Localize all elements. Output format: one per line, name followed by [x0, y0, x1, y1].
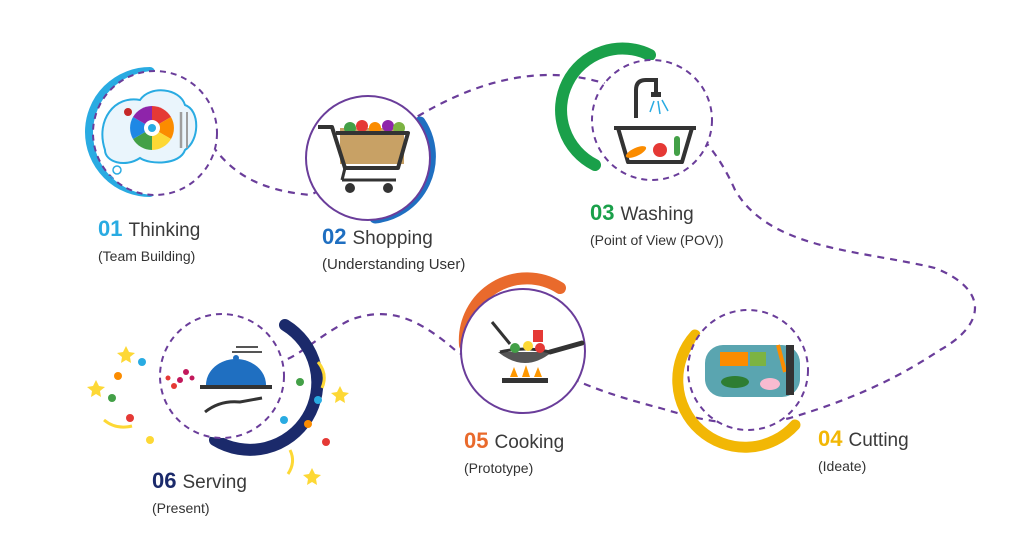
- step-05-title: Cooking: [494, 432, 565, 453]
- step-02-number: 02: [322, 224, 347, 249]
- step-02-title: Shopping: [352, 228, 433, 249]
- step-03-accent-arc: [555, 42, 656, 171]
- step-04-accent-arc: [672, 329, 801, 453]
- step-05-circle: [460, 288, 586, 414]
- step-04-subtitle: (Ideate): [818, 458, 867, 474]
- step-06-subtitle: (Present): [152, 500, 210, 516]
- step-01-subtitle: (Team Building): [98, 248, 196, 264]
- step-02-subtitle: (Understanding User): [322, 256, 466, 273]
- step-06-accent-arc: [209, 319, 324, 456]
- step-03-number: 03: [590, 200, 615, 225]
- shopping-cart-icon: [318, 120, 410, 193]
- thought-bubble-color-wheel-icon: [101, 89, 198, 183]
- step-02-node: [305, 95, 436, 224]
- sink-washing-vegetables-icon: [614, 78, 696, 164]
- step-05-number: 05: [464, 428, 489, 453]
- step-03-title: Washing: [620, 204, 694, 225]
- step-06-number: 06: [152, 468, 177, 493]
- step-03-subtitle: (Point of View (POV)): [590, 232, 724, 248]
- step-03-node: [555, 42, 713, 181]
- step-01-node: [85, 67, 218, 197]
- step-06-title: Serving: [182, 472, 247, 493]
- serving-cloche-icon: [165, 346, 272, 414]
- step-04-number: 04: [818, 426, 843, 451]
- step-04-title: Cutting: [848, 430, 909, 451]
- confetti-decoration: [87, 346, 349, 485]
- step-06-node: [87, 313, 349, 485]
- frying-pan-icon: [490, 321, 585, 383]
- step-03-circle: [591, 59, 713, 181]
- step-05-node: [458, 272, 586, 414]
- step-04-node: [672, 309, 809, 453]
- cutting-board-icon: [705, 344, 800, 397]
- step-01-title: Thinking: [128, 220, 201, 241]
- step-05-subtitle: (Prototype): [464, 460, 534, 476]
- step-01-number: 01: [98, 216, 123, 241]
